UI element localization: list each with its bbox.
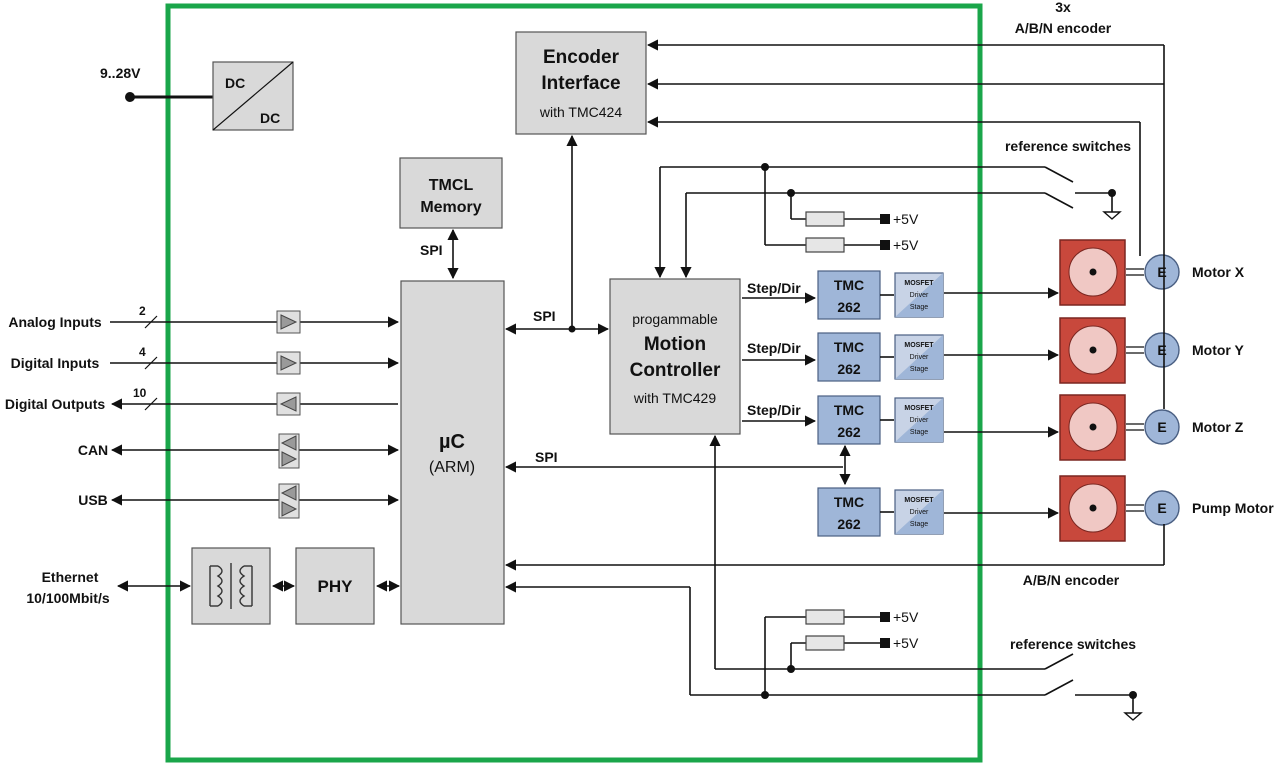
tmc-line2: 262 bbox=[837, 361, 861, 377]
tmc-line2: 262 bbox=[837, 516, 861, 532]
enc-if-line3: with TMC424 bbox=[539, 104, 622, 120]
dcdc-top: DC bbox=[225, 75, 245, 91]
encoder-top-lines: 3x A/B/N encoder bbox=[646, 0, 1165, 409]
plus5v-1: +5V bbox=[893, 211, 919, 227]
encoder-top-line2: A/B/N encoder bbox=[1015, 20, 1112, 36]
tmc-line2: 262 bbox=[837, 424, 861, 440]
encoder-top-line1: 3x bbox=[1055, 0, 1071, 15]
mosfet-line3: Stage bbox=[910, 304, 928, 311]
mosfet-line1: MOSFET bbox=[904, 405, 934, 412]
io-label: Digital Inputs bbox=[11, 355, 100, 371]
plus5v-4: +5V bbox=[893, 635, 919, 651]
mosfet-line2: Driver bbox=[910, 292, 929, 299]
supply-label: 9..28V bbox=[100, 65, 141, 81]
enc-if-line2: Interface bbox=[541, 73, 620, 94]
spi-memory-label: SPI bbox=[420, 242, 443, 258]
io-count: 4 bbox=[139, 345, 146, 359]
motor-label: Motor Z bbox=[1192, 419, 1244, 435]
mc-line2: Motion bbox=[644, 334, 706, 355]
tmc-line1: TMC bbox=[834, 277, 864, 293]
reference-switches-top: reference switches +5V +5V bbox=[654, 138, 1131, 279]
encoder-bottom-label: A/B/N encoder bbox=[1023, 572, 1120, 588]
reference-switches-bottom: reference switches +5V +5V bbox=[504, 434, 1143, 721]
dcdc-block: DC DC bbox=[212, 61, 294, 131]
mosfet-line1: MOSFET bbox=[904, 497, 934, 504]
mcu-line2: (ARM) bbox=[429, 459, 475, 476]
io-count: 10 bbox=[133, 386, 147, 400]
step-dir-2: Step/Dir bbox=[747, 340, 801, 356]
io-label: Digital Outputs bbox=[5, 396, 106, 412]
motor-label: Pump Motor bbox=[1192, 500, 1274, 516]
mosfet-line2: Driver bbox=[910, 417, 929, 424]
plus5v-2: +5V bbox=[893, 237, 919, 253]
io-digital-outputs: Digital Outputs 10 bbox=[5, 386, 398, 416]
encoder-letter: E bbox=[1157, 264, 1166, 280]
mcu-block: µC (ARM) bbox=[400, 280, 505, 625]
phy-label: PHY bbox=[318, 577, 354, 596]
tmc-line1: TMC bbox=[834, 402, 864, 418]
enc-if-line1: Encoder bbox=[543, 47, 620, 68]
encoder-letter: E bbox=[1157, 500, 1166, 516]
motor-label: Motor Y bbox=[1192, 342, 1245, 358]
power-input: 9..28V bbox=[100, 65, 213, 102]
ethernet-section: Ethernet 10/100Mbit/s PHY bbox=[26, 547, 401, 625]
mc-line1: progammable bbox=[632, 311, 718, 327]
io-usb: USB bbox=[78, 483, 400, 519]
step-dir-1: Step/Dir bbox=[747, 280, 801, 296]
motor-1: E Motor X bbox=[944, 239, 1245, 306]
io-digital-inputs: Digital Inputs 4 bbox=[11, 345, 400, 375]
motor-4: E Pump Motor bbox=[944, 475, 1274, 542]
mosfet-line3: Stage bbox=[910, 366, 928, 373]
ethernet-line2: 10/100Mbit/s bbox=[26, 590, 109, 606]
motor-label: Motor X bbox=[1192, 264, 1245, 280]
io-label: Analog Inputs bbox=[8, 314, 102, 330]
mosfet-line2: Driver bbox=[910, 509, 929, 516]
board-outline bbox=[165, 3, 983, 763]
spi-tmc-label: SPI bbox=[535, 449, 558, 465]
mosfet-line3: Stage bbox=[910, 521, 928, 528]
ref-switch-bottom-label: reference switches bbox=[1010, 636, 1136, 652]
spi-motion-label: SPI bbox=[533, 308, 556, 324]
tmcl-memory-block: TMCL Memory bbox=[399, 157, 503, 229]
mc-line4: with TMC429 bbox=[633, 390, 716, 406]
encoder-letter: E bbox=[1157, 342, 1166, 358]
step-dir-3: Step/Dir bbox=[747, 402, 801, 418]
mosfet-line1: MOSFET bbox=[904, 280, 934, 287]
mc-line3: Controller bbox=[630, 360, 721, 381]
transformer-icon bbox=[209, 563, 253, 609]
ethernet-line1: Ethernet bbox=[42, 569, 99, 585]
motion-controller-block: progammable Motion Controller with TMC42… bbox=[609, 278, 741, 435]
io-label: USB bbox=[78, 492, 108, 508]
io-count: 2 bbox=[139, 304, 146, 318]
tmc-line1: TMC bbox=[834, 494, 864, 510]
dcdc-bottom: DC bbox=[260, 110, 280, 126]
motor-2: E Motor Y bbox=[944, 317, 1245, 384]
io-analog-inputs: Analog Inputs 2 bbox=[8, 304, 400, 334]
plus5v-3: +5V bbox=[893, 609, 919, 625]
ref-switch-top-label: reference switches bbox=[1005, 138, 1131, 154]
mosfet-line3: Stage bbox=[910, 429, 928, 436]
mcu-line1: µC bbox=[439, 431, 465, 453]
io-can: CAN bbox=[78, 433, 400, 469]
tmcl-line2: Memory bbox=[420, 199, 481, 216]
encoder-letter: E bbox=[1157, 419, 1166, 435]
encoder-interface-block: Encoder Interface with TMC424 bbox=[515, 31, 647, 135]
io-label: CAN bbox=[78, 442, 108, 458]
mosfet-line1: MOSFET bbox=[904, 342, 934, 349]
tmcl-line1: TMCL bbox=[429, 177, 474, 194]
mosfet-line2: Driver bbox=[910, 354, 929, 361]
tmc-line1: TMC bbox=[834, 339, 864, 355]
motor-3: E Motor Z bbox=[944, 394, 1244, 461]
tmc-line2: 262 bbox=[837, 299, 861, 315]
